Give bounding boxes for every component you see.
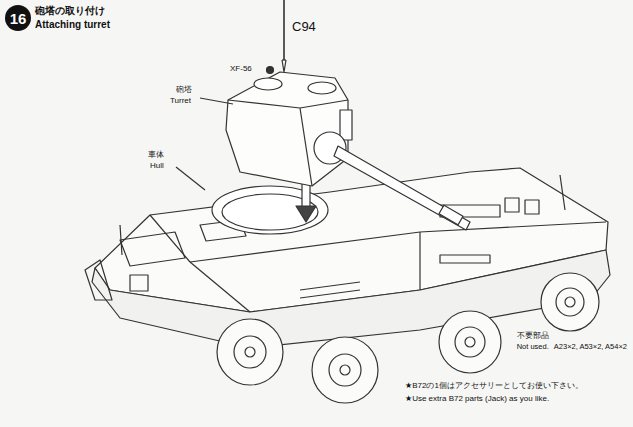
part-label: 車体 xyxy=(148,150,164,159)
step-title-english: Attaching turret xyxy=(35,19,110,31)
paint-code: XF-56 xyxy=(230,64,252,73)
step-number-circle: 16 xyxy=(5,5,31,31)
note-heading: 不要部品 xyxy=(517,331,549,340)
part-label: Hull xyxy=(150,161,164,170)
part-number: C94 xyxy=(292,20,316,35)
note-text: ★Use extra B72 parts (Jack) as you like. xyxy=(405,394,549,403)
step-title: 砲塔の取り付け xyxy=(35,5,105,17)
part-label: 砲塔 xyxy=(176,85,192,94)
part-label: Turret xyxy=(170,96,191,105)
note-text: Not used. xyxy=(517,343,549,352)
parts-list: A23×2, A53×2, A54×2 xyxy=(554,343,627,352)
step-number: 16 xyxy=(10,10,27,27)
note-text: ★B72の1個はアクセサリーとしてお使い下さい。 xyxy=(405,381,583,390)
